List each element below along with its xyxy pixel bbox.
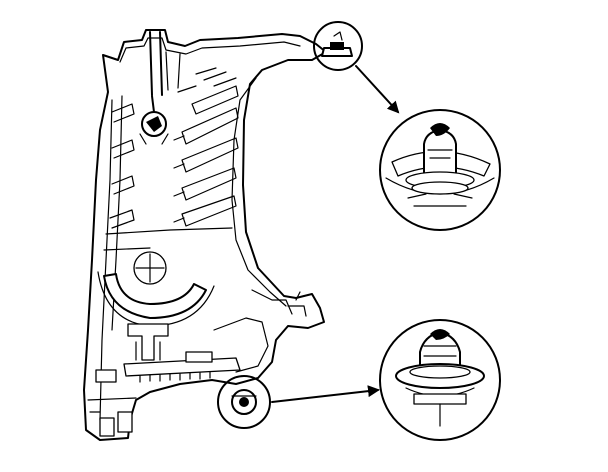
lower-bar-ticks (139, 371, 211, 383)
upper-mounting-clip (313, 21, 363, 71)
round-boss (133, 251, 167, 285)
mid-cross-rail (103, 227, 233, 251)
lower-right-frame (213, 317, 269, 373)
bottom-tab-right (117, 411, 133, 433)
top-stiffener-right (165, 51, 181, 91)
lower-mounting-clip (217, 375, 271, 429)
lower-mid-slot (185, 351, 213, 363)
upper-callout-arrow (355, 65, 400, 114)
detail-circle-upper (379, 109, 501, 231)
top-stiffener-left (149, 31, 163, 96)
louver-ribs-left (109, 103, 135, 229)
pillar-trim-panel (83, 29, 327, 441)
crescent-opening (103, 273, 207, 319)
detail-circle-lower (379, 319, 501, 441)
top-rim-line (119, 37, 301, 63)
right-curved-inner-edge (231, 77, 287, 307)
lower-left-slot (95, 369, 117, 383)
lower-t-boss (127, 323, 169, 361)
louver-ribs-right (173, 85, 239, 227)
bottom-edge-line (87, 397, 137, 413)
right-lower-bracket (251, 289, 307, 317)
bottom-tab-left (99, 417, 115, 437)
panel-outline (83, 29, 327, 441)
lower-callout-arrow (271, 385, 380, 403)
diagonal-ribs (177, 67, 237, 93)
hook-bracket (139, 95, 169, 145)
